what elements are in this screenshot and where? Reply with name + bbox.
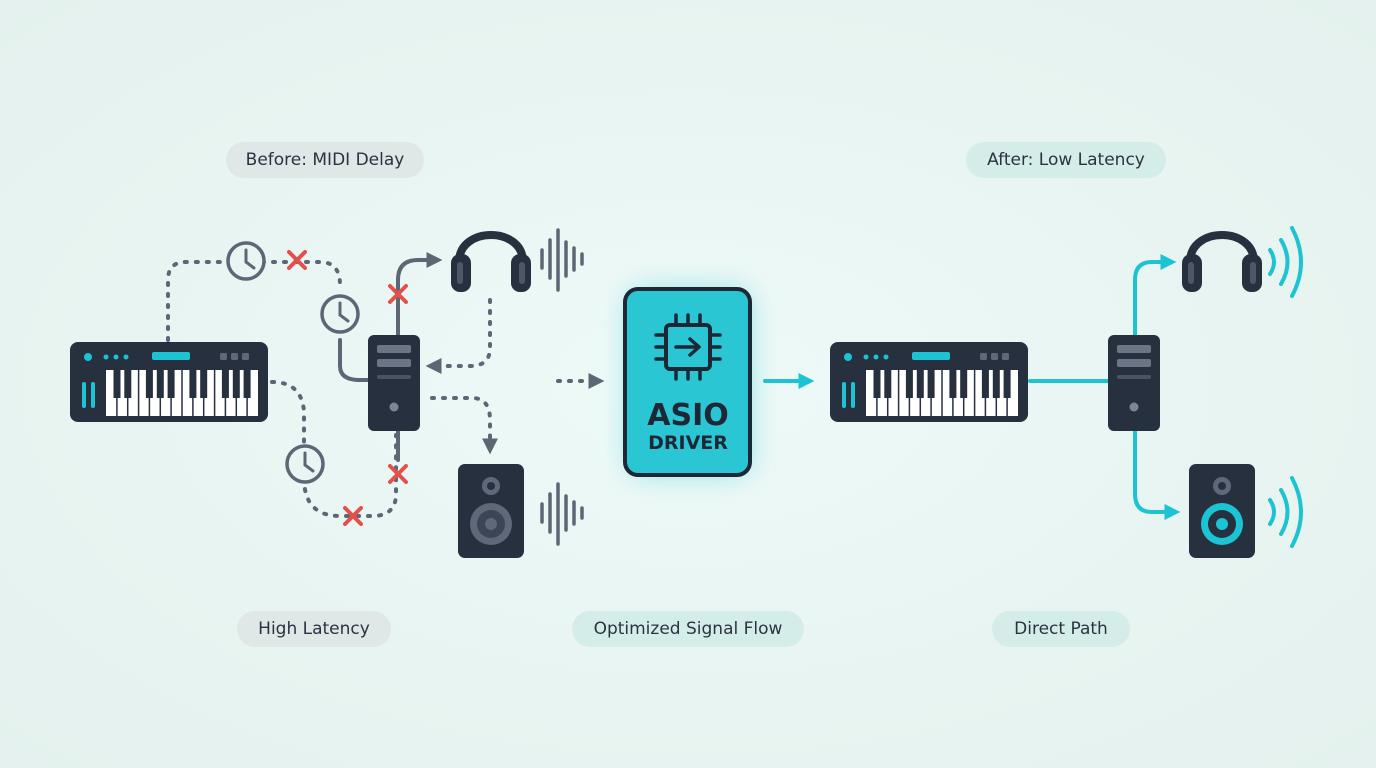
midi-keyboard-icon [829, 341, 1029, 423]
speaker-icon [458, 464, 524, 558]
x-mark-icon [388, 464, 408, 484]
teal-path-to-speaker [1133, 430, 1181, 520]
asio-driver: ASIO DRIVER [623, 287, 752, 477]
dotted-path-to-speaker [430, 396, 498, 455]
clock-icon [226, 241, 266, 281]
chip-icon [654, 313, 722, 381]
speaker-icon [1189, 464, 1255, 558]
sound-wave-icon [1268, 226, 1303, 298]
clock-icon [285, 444, 325, 484]
driver-title: ASIO [647, 398, 729, 433]
label-direct-path: Direct Path [992, 611, 1130, 647]
dotted-path-keyboard-down [270, 380, 306, 452]
dotted-path-bottom-loop [302, 433, 398, 518]
audio-interface-icon [368, 335, 420, 431]
sound-wave-icon [540, 228, 584, 292]
x-mark-icon [388, 284, 408, 304]
sound-wave-icon [1268, 476, 1303, 548]
label-high-latency: High Latency [237, 611, 391, 647]
clock-icon [320, 294, 360, 334]
path-interface-to-headphones [396, 252, 443, 337]
dotted-path-top-arc [260, 260, 342, 287]
path-clock-to-interface [338, 338, 372, 382]
label-before: Before: MIDI Delay [226, 142, 424, 178]
driver-subtitle: DRIVER [648, 432, 728, 454]
headphones-icon [451, 235, 531, 292]
label-after: After: Low Latency [966, 142, 1166, 178]
before-section [69, 228, 605, 558]
dotted-path-keyboard-up [166, 260, 234, 342]
after-section [763, 226, 1303, 558]
sound-wave-icon [540, 482, 584, 546]
teal-path-to-headphones [1133, 254, 1177, 337]
midi-keyboard-icon [69, 341, 269, 423]
label-optimized-signal-flow: Optimized Signal Flow [572, 611, 804, 647]
headphones-icon [1182, 235, 1262, 292]
audio-interface-icon [1108, 335, 1160, 431]
x-mark-icon [287, 250, 307, 270]
x-mark-icon [343, 506, 363, 526]
dotted-path-headphones-return [425, 298, 492, 374]
